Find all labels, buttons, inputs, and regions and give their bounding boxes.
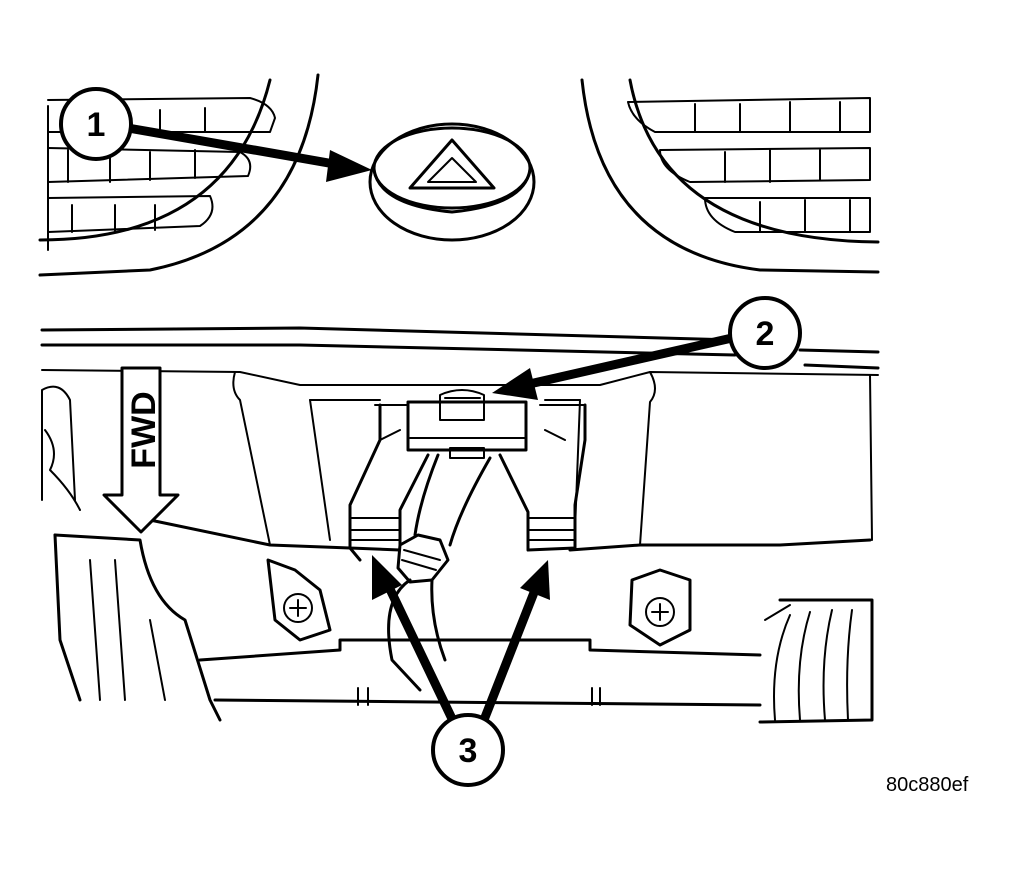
callout-3: 3 <box>431 713 505 787</box>
retaining-nut-plate <box>406 389 528 459</box>
figure-id: 80c880ef <box>886 774 969 796</box>
fwd-direction-arrow: FWD <box>102 366 180 534</box>
callout-3-label: 3 <box>459 732 478 770</box>
right-air-vent <box>580 78 880 274</box>
wiring-harness <box>387 453 492 692</box>
callout-2: 2 <box>728 296 802 370</box>
leader-line-1 <box>127 123 372 182</box>
switch-housing <box>348 403 587 552</box>
instrument-panel-lower <box>40 326 880 546</box>
leader-line-3-right <box>477 560 550 727</box>
callout-1-label: 1 <box>87 106 106 144</box>
left-mount-bracket <box>148 518 362 642</box>
lower-support-structure <box>53 533 874 724</box>
hazard-triangle-icon <box>408 138 496 190</box>
leader-line-3-left <box>372 555 460 727</box>
left-air-vent <box>38 73 320 277</box>
callout-2-label: 2 <box>756 315 775 353</box>
right-mount-bracket <box>568 538 872 647</box>
hazard-switch <box>368 122 536 242</box>
fwd-label: FWD <box>125 391 163 468</box>
callout-1: 1 <box>59 87 133 161</box>
leader-line-2 <box>492 333 733 400</box>
